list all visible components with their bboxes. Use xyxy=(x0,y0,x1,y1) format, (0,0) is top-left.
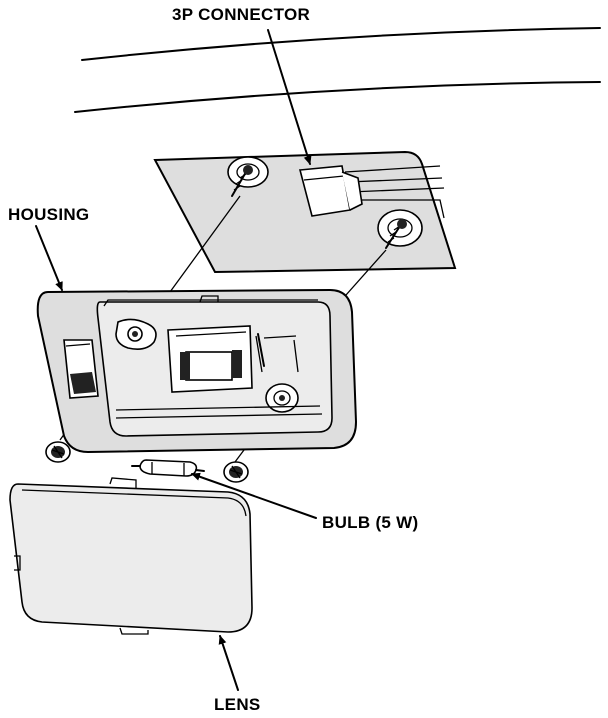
connector-label: 3P CONNECTOR xyxy=(172,5,310,24)
housing xyxy=(36,288,358,454)
housing-label: HOUSING xyxy=(8,205,89,224)
screw-upper-left xyxy=(231,165,253,197)
screw-upper-right xyxy=(385,219,407,249)
bulb-leader-arrow xyxy=(191,472,317,519)
connector-3p xyxy=(298,165,363,217)
connector-leader-arrow xyxy=(267,29,312,165)
housing-leader-arrow xyxy=(35,225,63,291)
bulb xyxy=(131,459,205,477)
bulb-label: BULB (5 W) xyxy=(322,513,418,532)
roof-line-upper xyxy=(81,27,601,61)
lens-label: LENS xyxy=(214,695,261,714)
alignment-line-1 xyxy=(169,195,241,293)
lens-leader-arrow xyxy=(218,635,239,691)
screw-lower-left xyxy=(45,441,71,463)
screw-lower-right xyxy=(223,461,249,483)
roof-line-lower xyxy=(74,81,601,113)
lens xyxy=(9,477,253,635)
